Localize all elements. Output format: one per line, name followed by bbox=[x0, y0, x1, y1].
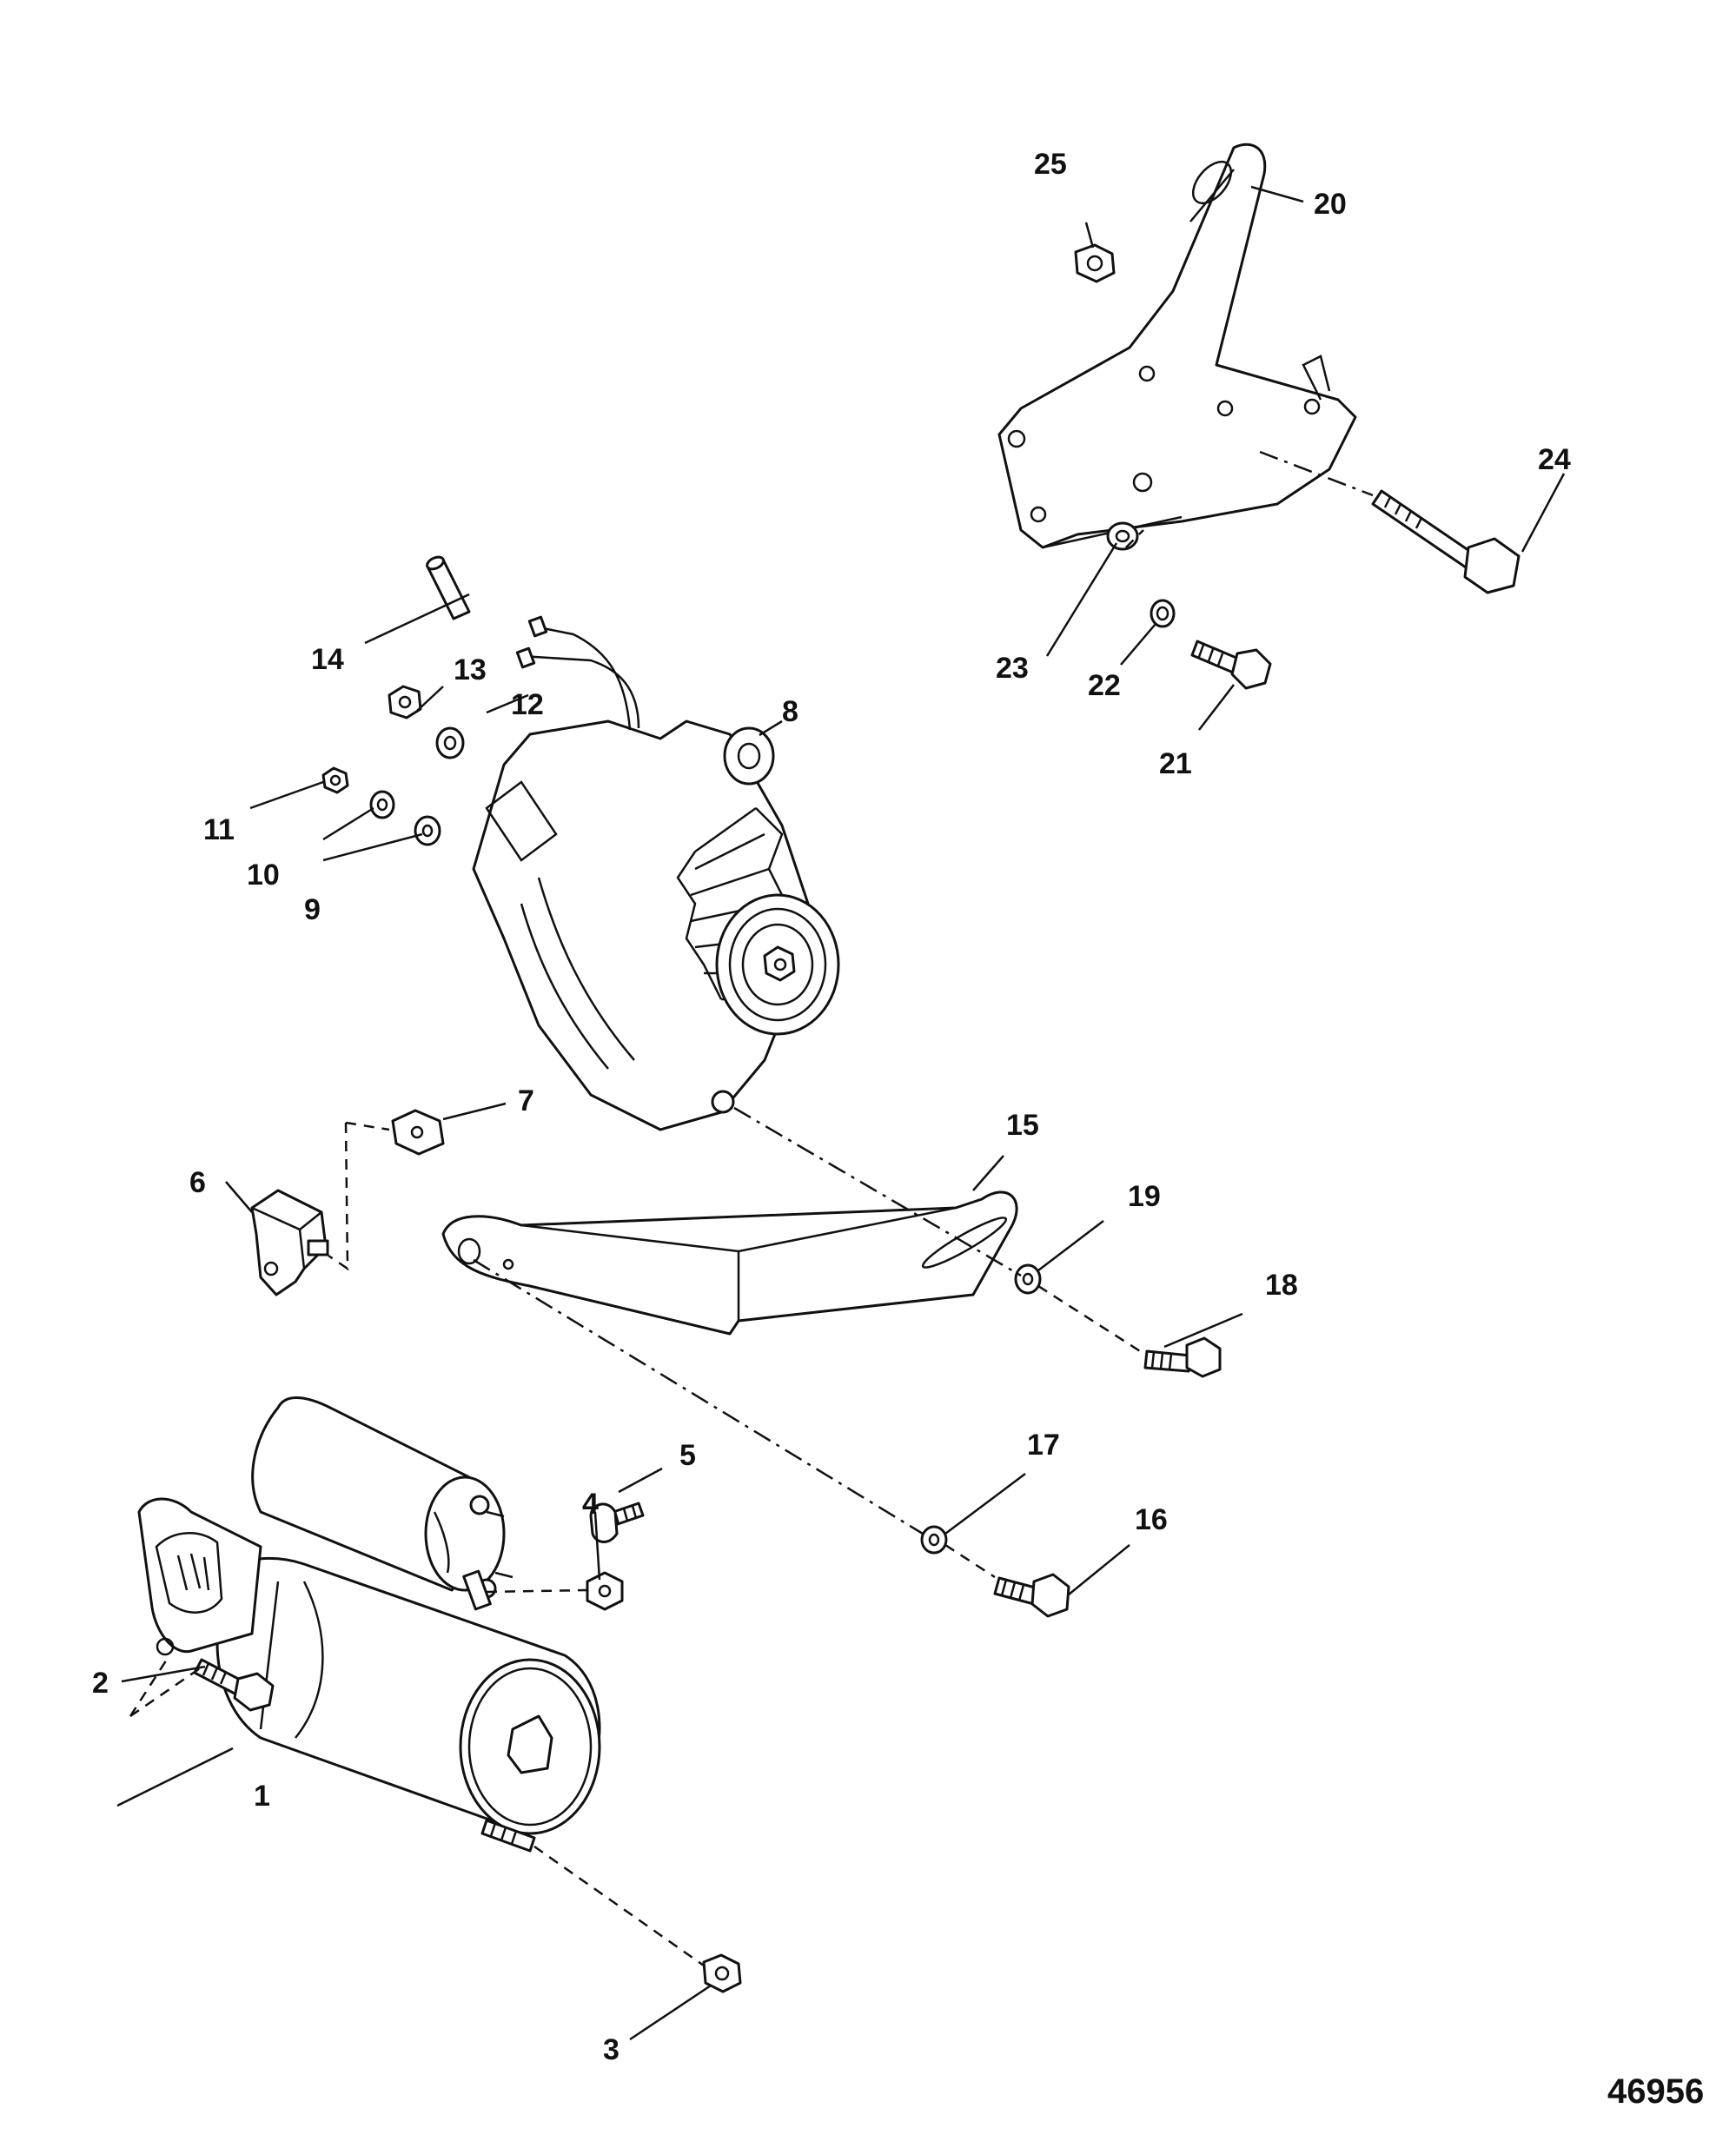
callout-20: 20 bbox=[1314, 188, 1347, 221]
bolt-21 bbox=[1190, 640, 1272, 690]
bolt-18 bbox=[1143, 1336, 1222, 1378]
callout-18: 18 bbox=[1265, 1269, 1298, 1302]
callout-16: 16 bbox=[1135, 1503, 1168, 1536]
callout-8: 8 bbox=[782, 695, 798, 728]
alternator-pulley bbox=[715, 893, 840, 1036]
callout-24: 24 bbox=[1538, 443, 1571, 476]
callout-2: 2 bbox=[92, 1667, 109, 1700]
callout-17: 17 bbox=[1027, 1429, 1060, 1462]
figure-number: 46956 bbox=[1607, 2072, 1704, 2111]
callout-19: 19 bbox=[1128, 1180, 1161, 1213]
callout-22: 22 bbox=[1088, 669, 1121, 702]
leader-lines bbox=[116, 185, 1566, 2041]
nut-25 bbox=[1074, 243, 1116, 283]
assembly-lines bbox=[129, 450, 1374, 1967]
washer-22 bbox=[1150, 599, 1176, 628]
callout-15: 15 bbox=[1006, 1109, 1039, 1142]
callout-7: 7 bbox=[518, 1084, 534, 1117]
callout-13: 13 bbox=[454, 653, 487, 686]
washer-9 bbox=[414, 815, 441, 846]
callout-21: 21 bbox=[1159, 747, 1192, 780]
starter-motor bbox=[137, 1396, 601, 1853]
callout-3: 3 bbox=[603, 2033, 620, 2066]
callout-labels: 1 2 3 4 5 6 7 8 9 10 11 12 13 14 15 16 1… bbox=[92, 148, 1571, 2066]
callout-9: 9 bbox=[304, 893, 321, 926]
callout-6: 6 bbox=[189, 1166, 206, 1199]
terminal-block-6 bbox=[250, 1189, 329, 1296]
pin-14 bbox=[426, 555, 471, 620]
bolt-24 bbox=[1371, 489, 1521, 594]
nut-7 bbox=[391, 1109, 445, 1156]
callout-12: 12 bbox=[511, 688, 544, 721]
nut-3 bbox=[702, 1953, 742, 1993]
bolt-2 bbox=[193, 1658, 275, 1712]
washer-23 bbox=[1106, 521, 1139, 551]
washer-19 bbox=[1014, 1263, 1042, 1295]
callout-1: 1 bbox=[254, 1780, 270, 1813]
callout-11: 11 bbox=[203, 813, 235, 846]
callout-23: 23 bbox=[996, 652, 1029, 685]
nut-4 bbox=[586, 1571, 624, 1611]
nut-11 bbox=[321, 766, 349, 794]
screw-5 bbox=[589, 1502, 645, 1543]
bolt-16 bbox=[993, 1573, 1070, 1618]
nut-13 bbox=[388, 685, 422, 719]
lockwasher-10 bbox=[369, 790, 395, 819]
alternator-brace bbox=[441, 1190, 1018, 1336]
lockwasher-17 bbox=[920, 1525, 948, 1555]
alternator bbox=[472, 615, 840, 1131]
callout-10: 10 bbox=[247, 859, 280, 892]
callout-4: 4 bbox=[582, 1488, 599, 1521]
callout-25: 25 bbox=[1034, 148, 1067, 181]
mounting-bracket bbox=[997, 143, 1357, 549]
callout-14: 14 bbox=[311, 643, 344, 676]
lockwasher-12 bbox=[435, 726, 465, 759]
callout-5: 5 bbox=[679, 1439, 696, 1472]
